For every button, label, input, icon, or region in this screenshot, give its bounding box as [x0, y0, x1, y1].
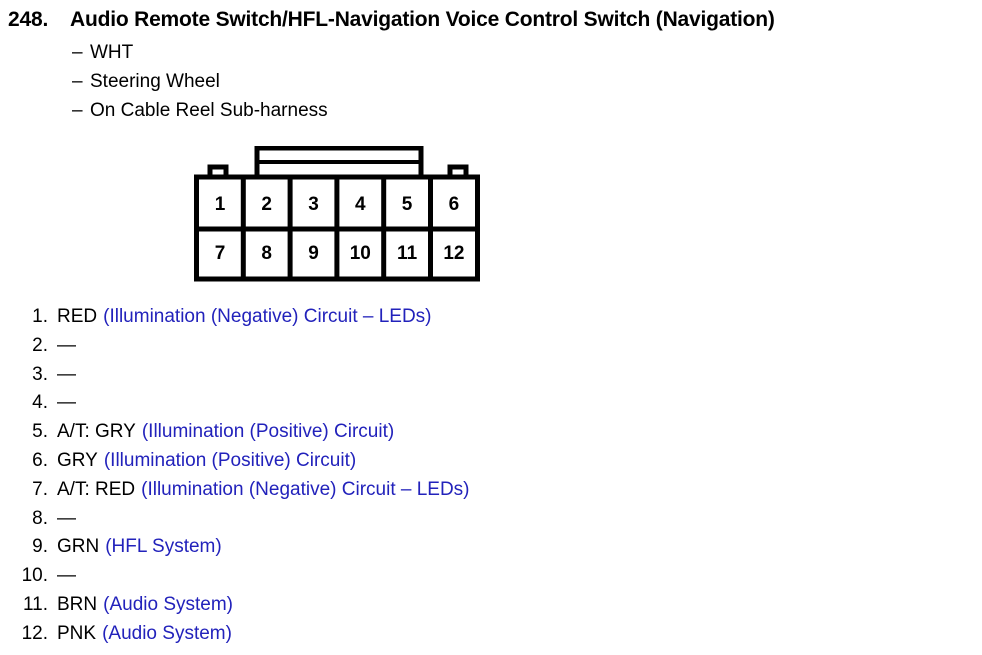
- pin-wire-color: RED: [57, 306, 98, 327]
- pin-wire-color: A/T: RED: [57, 478, 136, 500]
- pin-number: 8.: [32, 507, 48, 529]
- pin-circuit-description: (Illumination (Negative) Circuit – LEDs): [141, 478, 470, 500]
- pin-cell-9: 9: [308, 243, 319, 264]
- subtitle-item-harness: – On Cable Reel Sub-harness: [72, 100, 328, 129]
- entry-number: 248.: [8, 8, 49, 31]
- list-item: 10. —: [14, 565, 714, 594]
- connector-diagram: 1 2 3 4 5 6 7 8 9 10 11 12: [194, 146, 480, 282]
- pin-number: 12.: [21, 622, 48, 644]
- pin-wire-color: —: [57, 363, 76, 385]
- pin-cell-12: 12: [443, 243, 464, 264]
- list-item: 5. A/T: GRY (Illumination (Positive) Cir…: [14, 421, 714, 450]
- connector-svg: 1 2 3 4 5 6 7 8 9 10 11 12: [194, 146, 480, 282]
- list-item: 3. —: [14, 364, 714, 393]
- pin-cell-8: 8: [261, 243, 272, 264]
- pin-circuit-description: (HFL System): [105, 536, 222, 558]
- pin-assignment-list: 1. RED (Illumination (Negative) Circuit …: [14, 306, 714, 652]
- list-item: 9. GRN (HFL System): [14, 536, 714, 565]
- subtitle-item-wire-color: – WHT: [72, 42, 328, 71]
- pin-circuit-description: (Audio System): [103, 593, 233, 615]
- subtitle-label: Steering Wheel: [90, 71, 220, 92]
- pin-circuit-description: (Audio System): [102, 622, 232, 644]
- pin-cell-10: 10: [350, 243, 371, 264]
- pin-number: 5.: [32, 421, 48, 443]
- pin-cell-5: 5: [402, 194, 413, 215]
- pin-cell-2: 2: [261, 194, 272, 215]
- pin-cell-7: 7: [215, 243, 226, 264]
- dash-marker: –: [72, 100, 83, 121]
- title-row: 248. Audio Remote Switch/HFL-Navigation …: [8, 8, 978, 32]
- subtitle-label: On Cable Reel Sub-harness: [90, 100, 328, 121]
- list-item: 4. —: [14, 392, 714, 421]
- pin-number: 11.: [22, 593, 48, 615]
- list-item: 6. GRY (Illumination (Positive) Circuit): [14, 450, 714, 479]
- pin-wire-color: PNK: [57, 622, 97, 644]
- pin-cell-4: 4: [355, 194, 366, 215]
- pin-circuit-description: (Illumination (Positive) Circuit): [141, 421, 395, 443]
- pin-wire-color: A/T: GRY: [57, 421, 136, 443]
- pin-wire-color: GRY: [57, 449, 98, 471]
- list-item: 1. RED (Illumination (Negative) Circuit …: [14, 306, 714, 335]
- pin-number: 10.: [21, 565, 48, 587]
- pin-wire-color: —: [57, 334, 76, 356]
- list-item: 8. —: [14, 508, 714, 537]
- pin-cell-1: 1: [215, 194, 226, 215]
- subtitle-list: – WHT – Steering Wheel – On Cable Reel S…: [72, 42, 328, 129]
- page-header: 248. Audio Remote Switch/HFL-Navigation …: [8, 8, 978, 32]
- subtitle-item-location: – Steering Wheel: [72, 71, 328, 100]
- page-title: Audio Remote Switch/HFL-Navigation Voice…: [70, 8, 775, 31]
- pin-cell-6: 6: [449, 194, 460, 215]
- pin-wire-color: —: [57, 507, 76, 529]
- pin-number: 2.: [32, 334, 48, 356]
- pin-wire-color: BRN: [57, 593, 98, 615]
- dash-marker: –: [72, 42, 83, 63]
- subtitle-label: WHT: [90, 42, 134, 63]
- pin-number: 1.: [32, 306, 48, 327]
- pin-number: 6.: [32, 449, 48, 471]
- dash-marker: –: [72, 71, 83, 92]
- pin-wire-color: —: [57, 565, 76, 587]
- pin-number: 9.: [32, 536, 48, 558]
- list-item: 12. PNK (Audio System): [14, 623, 714, 652]
- pin-number: 3.: [32, 363, 48, 385]
- pin-cell-11: 11: [397, 243, 418, 264]
- pin-circuit-description: (Illumination (Positive) Circuit): [103, 449, 357, 471]
- pin-number: 7.: [32, 478, 48, 500]
- list-item: 7. A/T: RED (Illumination (Negative) Cir…: [14, 479, 714, 508]
- pin-cell-3: 3: [308, 194, 319, 215]
- pin-wire-color: —: [57, 392, 76, 414]
- pin-wire-color: GRN: [57, 536, 100, 558]
- list-item: 11. BRN (Audio System): [14, 594, 714, 623]
- list-item: 2. —: [14, 335, 714, 364]
- pin-number: 4.: [32, 392, 48, 414]
- pin-circuit-description: (Illumination (Negative) Circuit – LEDs): [103, 306, 432, 327]
